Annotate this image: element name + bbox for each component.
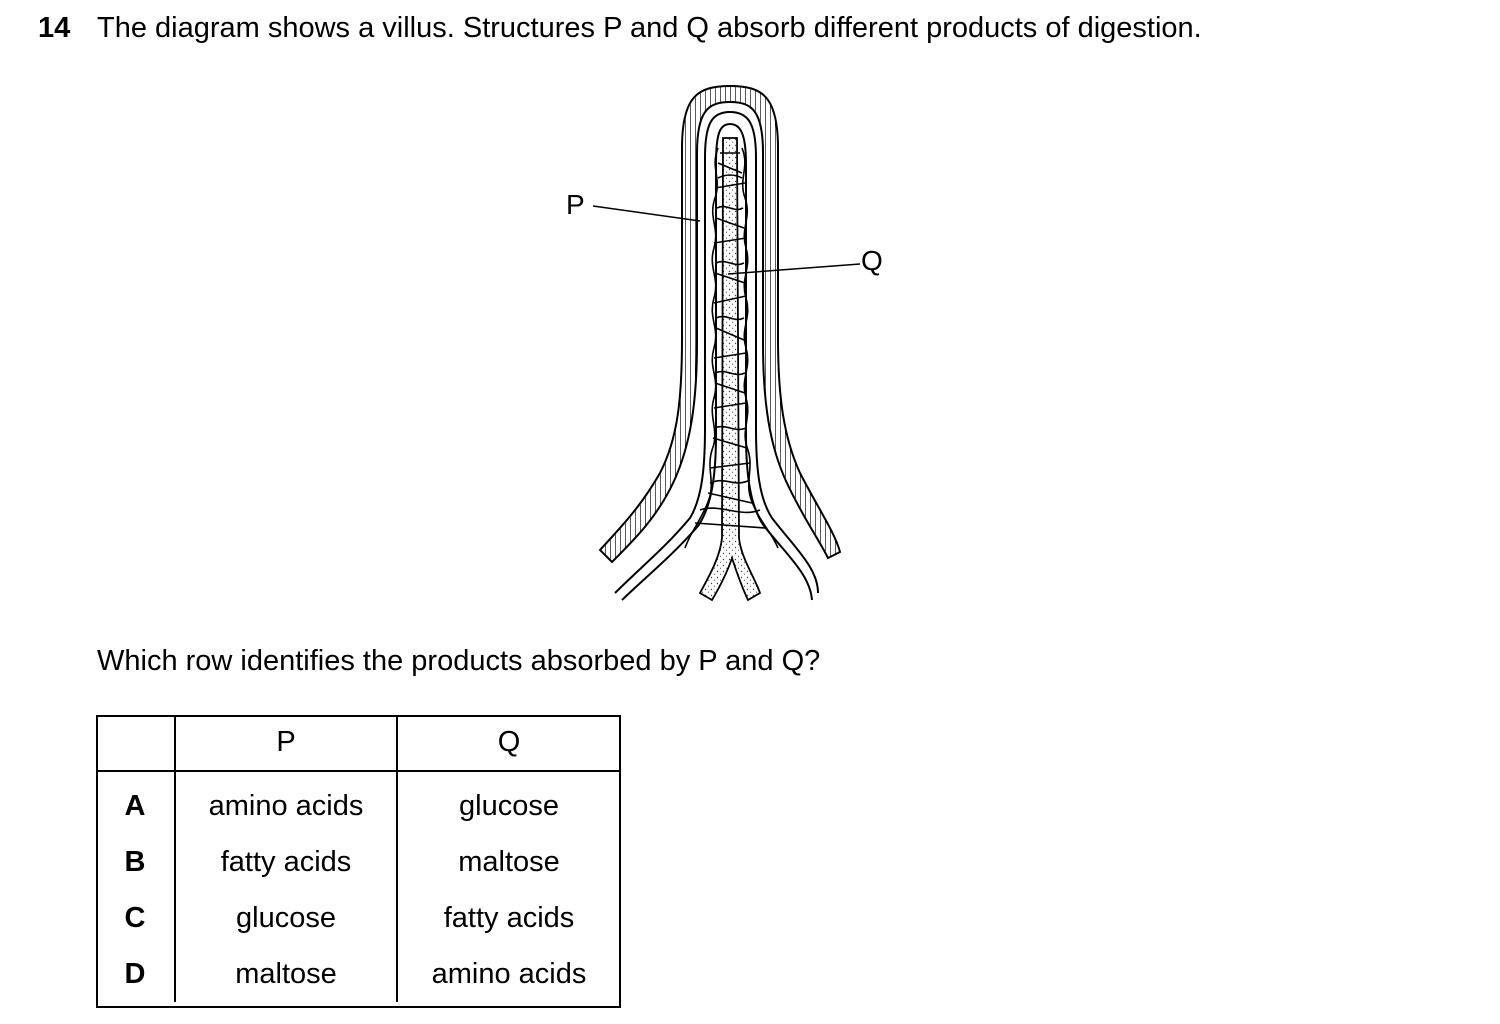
table-row[interactable]: A amino acids glucose <box>96 771 620 834</box>
option-q-value: glucose <box>459 789 559 822</box>
option-key: D <box>96 946 176 1002</box>
header-cell-key <box>96 715 176 772</box>
options-table: P Q A amino acids glucose B fatty acids … <box>96 715 620 1002</box>
option-p-value: amino acids <box>175 771 398 834</box>
question-number: 14 <box>38 12 71 44</box>
label-line-q <box>727 263 861 275</box>
option-p-value: fatty acids <box>175 834 398 890</box>
villus-core <box>614 110 819 594</box>
option-p-value: maltose <box>175 946 398 1002</box>
label-p: P <box>566 189 585 220</box>
question-prompt: Which row identifies the products absorb… <box>97 645 821 677</box>
question-text: The diagram shows a villus. Structures P… <box>97 12 1202 44</box>
table-header-row: P Q <box>96 715 620 772</box>
villus-diagram: P Q <box>566 84 883 602</box>
lacteal <box>698 137 762 602</box>
option-p-value: glucose <box>175 890 398 946</box>
header-cell-p: P <box>175 715 398 772</box>
label-line-p <box>592 205 701 222</box>
table-row[interactable]: C glucose fatty acids <box>96 890 620 946</box>
table-row[interactable]: B fatty acids maltose <box>96 834 620 890</box>
option-q-value: amino acids <box>431 957 587 990</box>
option-key: A <box>96 771 176 834</box>
option-key: B <box>96 834 176 890</box>
option-q-value: fatty acids <box>443 901 575 934</box>
option-q-value: maltose <box>458 845 560 878</box>
capillary-network <box>684 147 779 549</box>
option-key: C <box>96 890 176 946</box>
villus-epithelium <box>598 84 842 564</box>
header-cell-q: Q <box>397 715 620 772</box>
table-row[interactable]: D maltose amino acids <box>96 946 620 1002</box>
label-q: Q <box>861 245 883 276</box>
